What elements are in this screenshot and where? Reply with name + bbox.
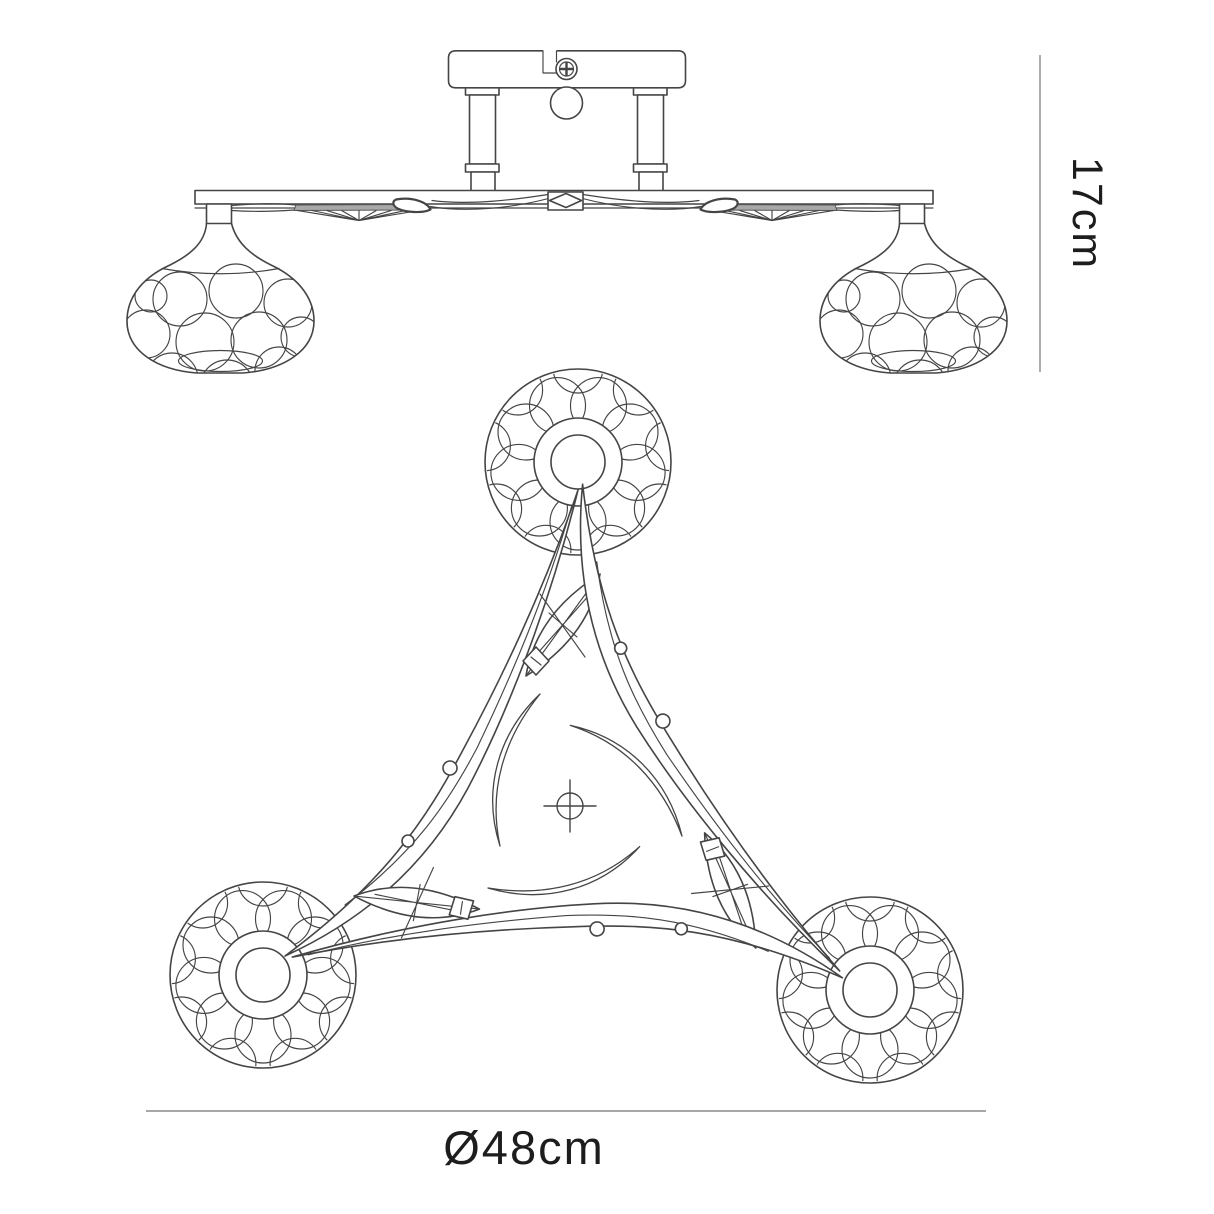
top-plan-view	[145, 343, 987, 1212]
plan-shade-top	[460, 343, 695, 575]
decorative-ball	[549, 86, 584, 120]
right-shade-side	[815, 224, 1014, 415]
fan-facet-lines	[296, 209, 422, 222]
right-downrod	[632, 87, 668, 192]
crosshair-icon	[543, 779, 597, 833]
height-dimension-label: 17cm	[1063, 157, 1111, 270]
height-dimension: 17cm	[1039, 55, 1111, 372]
left-shade-side	[126, 222, 315, 374]
side-elevation-view	[126, 50, 1014, 415]
arm-elbow	[392, 197, 432, 214]
shade-silhouette	[126, 222, 315, 374]
canopy-notch	[542, 50, 559, 74]
diameter-dimension: Ø48cm	[146, 1110, 986, 1174]
plan-shade-bottom-left	[145, 856, 380, 1088]
hub-crystal-lens	[548, 192, 583, 209]
screw-icon	[555, 57, 578, 81]
crystal-balls	[127, 263, 314, 373]
plan-shade-bottom-right	[752, 871, 987, 1103]
stem-curves	[230, 203, 297, 212]
shade-band-line	[161, 267, 280, 275]
left-downrod	[464, 87, 500, 192]
hub-curves	[429, 193, 550, 210]
left-crystal-fan	[230, 193, 550, 222]
left-shade-stem	[205, 203, 233, 225]
diameter-dimension-label: Ø48cm	[443, 1121, 605, 1174]
swirl-arm-1	[284, 489, 601, 957]
right-shade-stem	[898, 203, 926, 225]
shade-opening	[177, 349, 264, 373]
